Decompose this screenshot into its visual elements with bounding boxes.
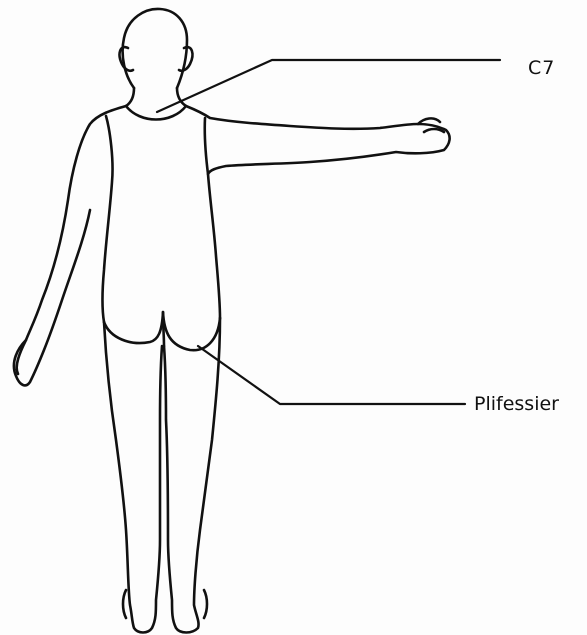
label-plifessier: Plifessier: [474, 393, 559, 415]
right-arm-outline: [186, 106, 450, 174]
gluteal-fold-outline: [163, 312, 164, 346]
left-arm-outline: [14, 106, 126, 385]
torso-left-outline: [103, 116, 113, 322]
left-leg-outline: [104, 322, 162, 633]
leader-line-c7: [157, 60, 500, 112]
torso-right-outline: [205, 118, 220, 318]
label-c7: C7: [528, 57, 555, 79]
head-outline: [123, 9, 187, 88]
collar-outline: [126, 106, 186, 120]
right-leg-outline: [164, 318, 220, 633]
leader-line-plifessier: [198, 346, 465, 404]
